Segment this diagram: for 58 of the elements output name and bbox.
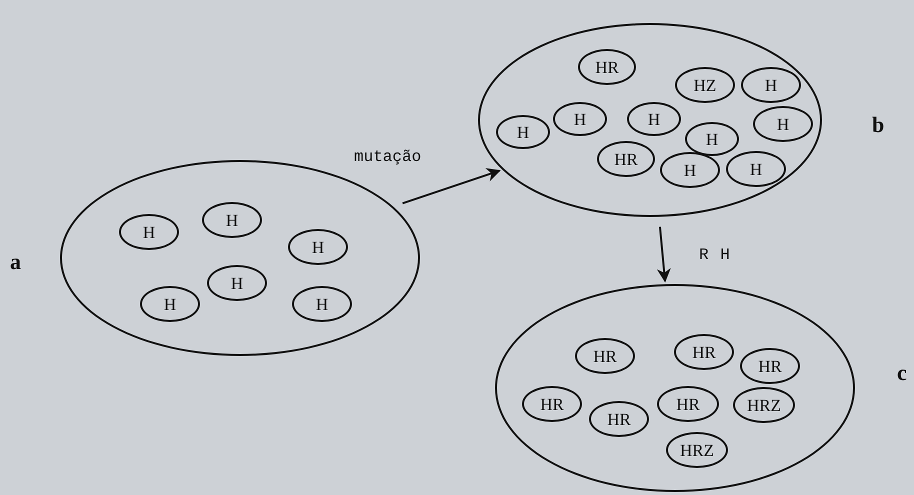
cell-ellipse (589, 401, 649, 437)
cell-label: H (648, 110, 660, 128)
cell-ellipse (675, 67, 735, 103)
cell-label: HR (614, 150, 638, 168)
panel-letter: c (897, 362, 907, 384)
cell-label: HR (607, 410, 631, 428)
cell-label: HR (593, 348, 617, 364)
cell-label: HRZ (747, 396, 781, 414)
cell-ellipse (733, 387, 795, 423)
cell-label: H (316, 296, 328, 312)
cell-ellipse (575, 338, 635, 374)
cell-ellipse (140, 286, 200, 322)
cell-ellipse (292, 286, 352, 322)
panel-letter: a (10, 251, 21, 273)
cell-label: H (764, 76, 778, 94)
cell-ellipse (666, 432, 728, 468)
cell-label: H (750, 160, 762, 178)
cell-label: HR (676, 396, 700, 412)
cell-label: HZ (694, 76, 716, 94)
panel-letter: b (872, 114, 884, 136)
cell-ellipse (740, 348, 800, 384)
cell-label: HR (540, 396, 564, 412)
cell-ellipse (522, 386, 582, 422)
cell-label: H (574, 110, 586, 128)
cell-ellipse (627, 102, 681, 136)
cell-label: HRZ (680, 442, 714, 458)
cell-ellipse (685, 122, 739, 156)
arrow (656, 226, 671, 283)
cell-label: HR (595, 58, 619, 76)
cell-ellipse (578, 49, 636, 85)
cell-label: H (776, 116, 790, 132)
cell-label: H (516, 124, 530, 140)
cell-label: H (226, 212, 238, 228)
cell-ellipse (597, 141, 655, 177)
arrow (402, 168, 501, 204)
cell-ellipse (741, 67, 801, 103)
cell-ellipse (726, 151, 786, 187)
cell-ellipse (674, 334, 734, 370)
cell-ellipse (553, 102, 607, 136)
cell-label: H (230, 274, 244, 292)
cell-ellipse (288, 229, 348, 265)
cell-label: H (164, 296, 176, 312)
cell-label: H (706, 130, 718, 148)
cell-label: HR (692, 344, 716, 360)
edge-label: mutação (352, 149, 424, 167)
cell-ellipse (119, 214, 179, 250)
cell-ellipse (496, 115, 550, 149)
cell-label: HR (758, 358, 782, 374)
cell-label: H (312, 238, 324, 256)
cell-ellipse (202, 202, 262, 238)
population-ellipse (478, 23, 822, 217)
cell-label: H (142, 224, 156, 240)
cell-ellipse (657, 386, 719, 422)
population-ellipse (495, 284, 855, 492)
cell-ellipse (753, 106, 813, 142)
cell-ellipse (660, 152, 720, 188)
cell-ellipse (207, 265, 267, 301)
cell-label: H (684, 162, 696, 178)
